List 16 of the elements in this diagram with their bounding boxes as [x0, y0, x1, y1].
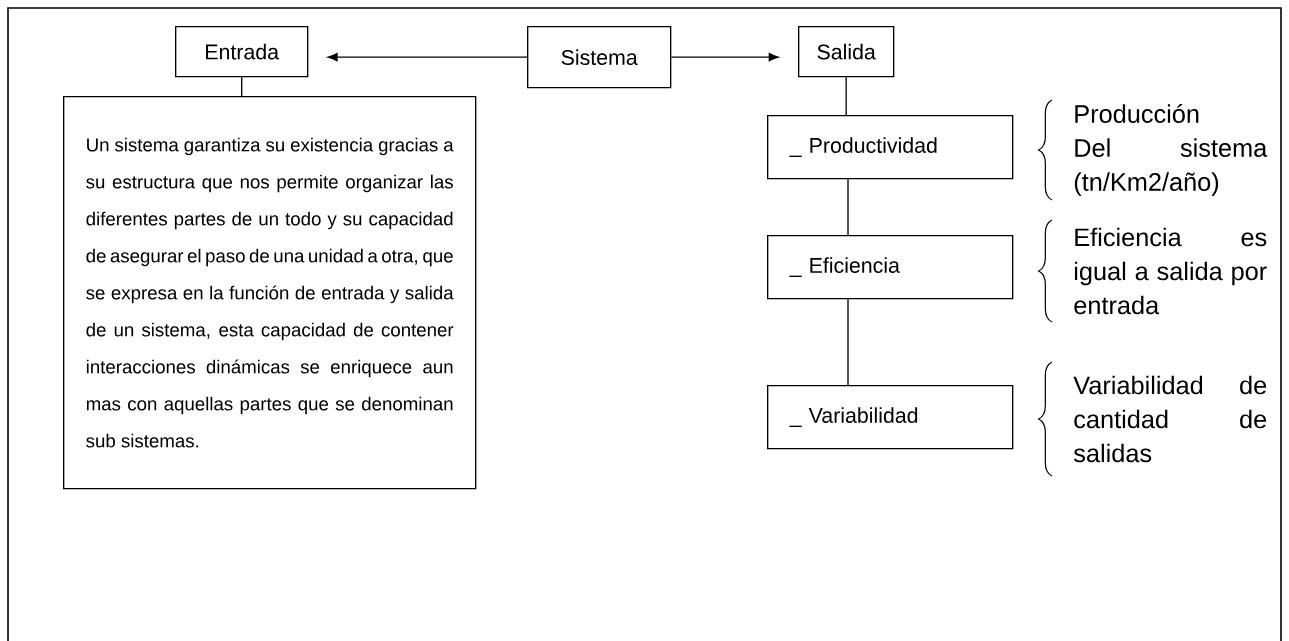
brace-note: Eficiencia es igual a salida por entrada [1074, 227, 1267, 315]
connector-line [847, 298, 849, 386]
connector-line [241, 76, 243, 97]
process-box: _ Eficiencia [767, 235, 1014, 300]
connector-line [847, 178, 849, 236]
connector-line [845, 76, 847, 116]
text-box: Un sistema garantiza su existencia gracias a su estructura que nos permite organizar las diferentes partes de un todo y su capacidad de asegurar el paso de una unidad a otra, que se expresa en la función de entrada y salida de un sistema, esta capacidad de contener interacciones dinámicas se enriquece aun mas con aquellas partes que se denominan sub sistemas. [63, 96, 477, 490]
process-box: Entrada [175, 26, 309, 78]
process-box: _ Productividad [767, 115, 1014, 180]
brace-note: Producción Del sistema (tn/Km2/año) [1074, 104, 1268, 196]
arrow [327, 53, 528, 62]
process-box: _ Variabilidad [767, 385, 1014, 450]
process-box: Salida [798, 26, 895, 78]
brace-note: Variabilidad de cantidad de salidas [1073, 375, 1267, 463]
process-box: Sistema [527, 26, 672, 89]
arrow [670, 53, 779, 62]
